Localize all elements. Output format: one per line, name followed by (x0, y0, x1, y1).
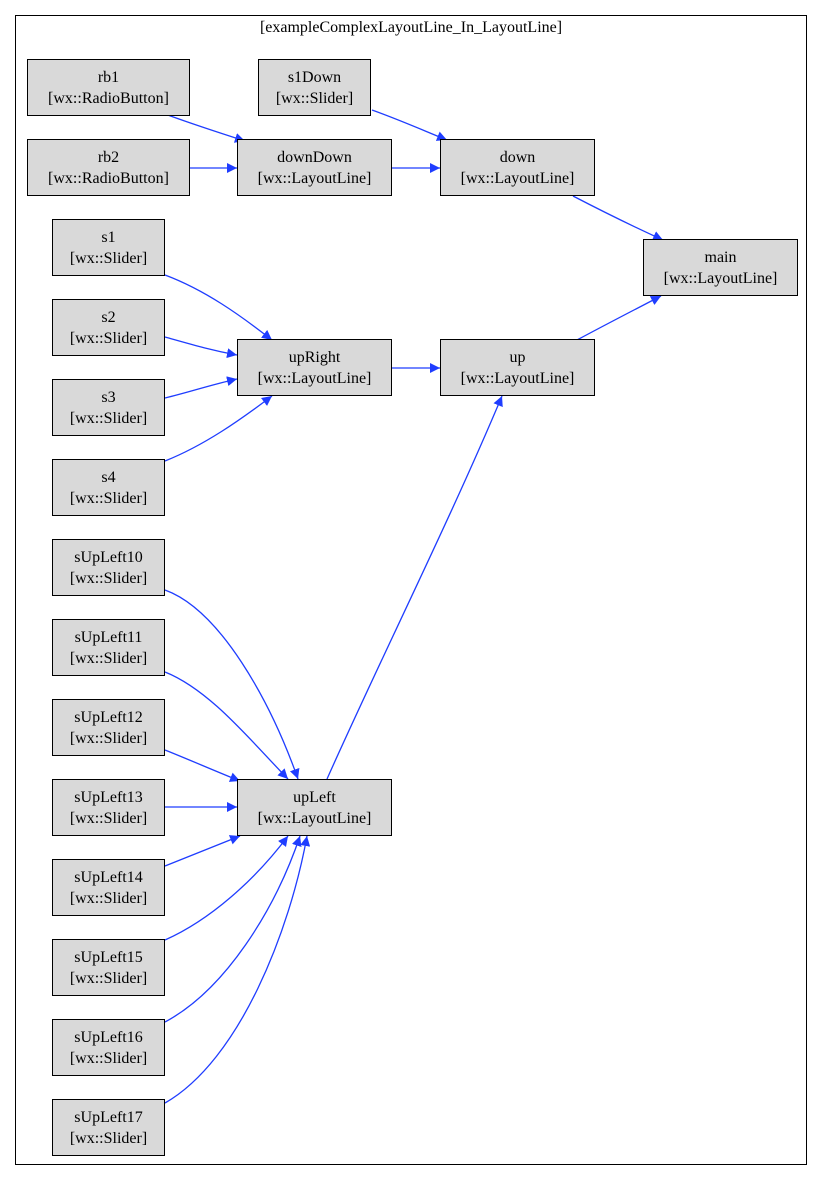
node-supleft11: sUpLeft11[wx::Slider] (52, 619, 165, 676)
edge-upleft-to-up (326, 395, 503, 780)
node-name: rb1 (97, 68, 120, 86)
edge-supleft12-to-upleft (164, 749, 241, 782)
node-downdown: downDown[wx::LayoutLine] (237, 139, 392, 196)
node-type: [wx::Slider] (69, 889, 148, 907)
node-supleft14: sUpLeft14[wx::Slider] (52, 859, 165, 916)
edge-supleft11-to-upleft (164, 671, 289, 780)
edge-s3-to-upright (164, 376, 238, 399)
node-type: [wx::Slider] (69, 249, 148, 267)
node-type: [wx::Slider] (69, 409, 148, 427)
edge-down-to-main (572, 195, 664, 241)
node-name: sUpLeft11 (74, 628, 143, 646)
edge-supleft15-to-upleft (164, 835, 289, 941)
node-upleft: upLeft[wx::LayoutLine] (237, 779, 392, 836)
node-supleft15: sUpLeft15[wx::Slider] (52, 939, 165, 996)
node-name: sUpLeft12 (74, 708, 143, 726)
node-type: [wx::RadioButton] (48, 169, 169, 187)
node-supleft10: sUpLeft10[wx::Slider] (52, 539, 165, 596)
node-name: rb2 (97, 148, 120, 166)
node-name: downDown (277, 148, 352, 166)
node-name: sUpLeft10 (74, 548, 143, 566)
node-name: sUpLeft17 (74, 1108, 143, 1126)
node-type: [wx::LayoutLine] (257, 809, 372, 827)
node-rb2: rb2[wx::RadioButton] (27, 139, 190, 196)
node-type: [wx::Slider] (69, 569, 148, 587)
node-name: upLeft (293, 788, 336, 806)
node-name: sUpLeft13 (74, 788, 143, 806)
node-s2: s2[wx::Slider] (52, 299, 165, 356)
node-type: [wx::Slider] (69, 329, 148, 347)
node-s4: s4[wx::Slider] (52, 459, 165, 516)
node-type: [wx::Slider] (69, 1049, 148, 1067)
cluster-title: [exampleComplexLayoutLine_In_LayoutLine] (259, 19, 563, 36)
node-up: up[wx::LayoutLine] (440, 339, 595, 396)
node-type: [wx::Slider] (69, 729, 148, 747)
node-type: [wx::LayoutLine] (460, 369, 575, 387)
node-name: main (704, 248, 737, 266)
edge-supleft14-to-upleft (164, 835, 241, 867)
edge-s2-to-upright (164, 336, 238, 359)
edge-supleft16-to-upleft (164, 835, 302, 1023)
node-name: upRight (288, 348, 341, 366)
edge-supleft10-to-upleft (164, 589, 300, 780)
node-supleft16: sUpLeft16[wx::Slider] (52, 1019, 165, 1076)
node-name: down (499, 148, 536, 166)
edge-supleft17-to-upleft (164, 835, 311, 1104)
node-type: [wx::LayoutLine] (257, 169, 372, 187)
node-type: [wx::LayoutLine] (257, 369, 372, 387)
edge-rb1-to-downdown (164, 113, 246, 143)
node-name: s2 (101, 308, 116, 326)
node-name: up (509, 348, 526, 366)
node-name: s4 (101, 468, 116, 486)
node-name: s1Down (287, 68, 342, 86)
edge-s1-to-upright (164, 274, 273, 341)
node-supleft13: sUpLeft13[wx::Slider] (52, 779, 165, 836)
node-type: [wx::Slider] (275, 89, 354, 107)
node-upright: upRight[wx::LayoutLine] (237, 339, 392, 396)
node-s3: s3[wx::Slider] (52, 379, 165, 436)
node-type: [wx::Slider] (69, 1129, 148, 1147)
cluster-frame (15, 15, 807, 1165)
node-type: [wx::LayoutLine] (663, 269, 778, 287)
node-name: sUpLeft15 (74, 948, 143, 966)
edge-s4-to-upright (164, 395, 273, 462)
node-name: s1 (101, 228, 116, 246)
node-type: [wx::RadioButton] (48, 89, 169, 107)
node-name: s3 (101, 388, 116, 406)
node-type: [wx::Slider] (69, 489, 148, 507)
node-rb1: rb1[wx::RadioButton] (27, 59, 190, 116)
node-supleft17: sUpLeft17[wx::Slider] (52, 1099, 165, 1156)
node-s1down: s1Down[wx::Slider] (258, 59, 371, 116)
node-type: [wx::Slider] (69, 649, 148, 667)
node-supleft12: sUpLeft12[wx::Slider] (52, 699, 165, 756)
node-s1: s1[wx::Slider] (52, 219, 165, 276)
edge-up-to-main (576, 295, 662, 341)
node-down: down[wx::LayoutLine] (440, 139, 595, 196)
node-name: sUpLeft14 (74, 868, 143, 886)
node-main: main[wx::LayoutLine] (643, 239, 798, 296)
node-name: sUpLeft16 (74, 1028, 143, 1046)
node-type: [wx::Slider] (69, 809, 148, 827)
edge-s1down-to-down (371, 109, 448, 141)
node-type: [wx::LayoutLine] (460, 169, 575, 187)
node-type: [wx::Slider] (69, 969, 148, 987)
